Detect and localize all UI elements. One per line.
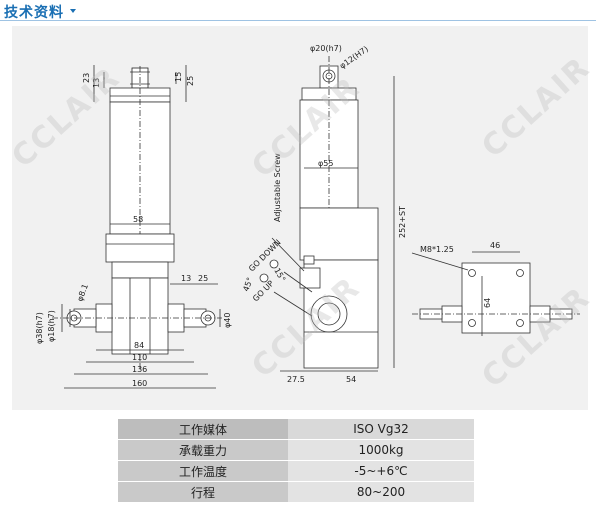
table-row: 工作媒体 ISO Vg32 — [118, 418, 474, 440]
spec-value: ISO Vg32 — [288, 418, 474, 440]
dim-110: 110 — [132, 353, 147, 362]
technical-drawing-panel: 23 13 15 25 58 13 25 84 110 136 160 φ8.1… — [12, 26, 588, 410]
spec-label: 工作温度 — [118, 460, 288, 482]
technical-drawing: 23 13 15 25 58 13 25 84 110 136 160 φ8.1… — [35, 44, 580, 389]
dim-m8: M8*1.25 — [420, 245, 454, 254]
spec-label: 工作媒体 — [118, 418, 288, 440]
table-row: 承载重力 1000kg — [118, 439, 474, 461]
table-row: 行程 80~200 — [118, 481, 474, 502]
dim-84: 84 — [134, 341, 144, 350]
dropdown-arrow-icon[interactable] — [70, 9, 76, 13]
dim-13b: 13 — [181, 274, 191, 283]
dim-58: 58 — [133, 215, 143, 224]
section-header: 技术资料 — [0, 0, 596, 22]
dim-phi40: φ40 — [223, 313, 232, 328]
dim-27-5: 27.5 — [287, 375, 305, 384]
spec-value: 1000kg — [288, 439, 474, 461]
adjustable-screw-label: Adjustable Screw — [273, 153, 282, 222]
dim-46: 46 — [490, 241, 500, 250]
dim-13: 13 — [92, 78, 101, 88]
dim-15: 15 — [174, 72, 183, 82]
go-up-label: GO UP — [251, 279, 276, 304]
angle-45-label: 45° — [241, 276, 254, 292]
dim-64: 64 — [483, 298, 492, 308]
bottom-view — [411, 251, 580, 336]
dim-25b: 25 — [198, 274, 208, 283]
dim-phi8-1: φ8.1 — [75, 283, 90, 303]
section-title: 技术资料 — [4, 5, 64, 21]
dim-25: 25 — [186, 76, 195, 86]
spec-table: 工作媒体 ISO Vg32 承载重力 1000kg 工作温度 -5~+6℃ 行程… — [118, 418, 474, 502]
header-divider — [0, 20, 596, 21]
dim-136: 136 — [132, 365, 147, 374]
dim-160: 160 — [132, 379, 147, 388]
dim-phi18: φ18(h7) — [47, 310, 56, 342]
dim-252-st: 252+ST — [398, 206, 407, 238]
dim-phi38: φ38(h7) — [35, 312, 44, 344]
front-view — [52, 65, 222, 389]
dim-23: 23 — [82, 73, 91, 83]
dim-phi55: φ55 — [318, 159, 333, 168]
spec-label: 行程 — [118, 481, 288, 502]
dim-phi12: φ12(H7) — [338, 44, 370, 70]
side-view — [259, 56, 395, 372]
table-row: 工作温度 -5~+6℃ — [118, 460, 474, 482]
angle-15-label: 15° — [272, 267, 287, 284]
dim-phi20: φ20(h7) — [310, 44, 342, 53]
spec-label: 承载重力 — [118, 439, 288, 461]
spec-value: 80~200 — [288, 481, 474, 502]
spec-value: -5~+6℃ — [288, 460, 474, 482]
dim-54: 54 — [346, 375, 356, 384]
